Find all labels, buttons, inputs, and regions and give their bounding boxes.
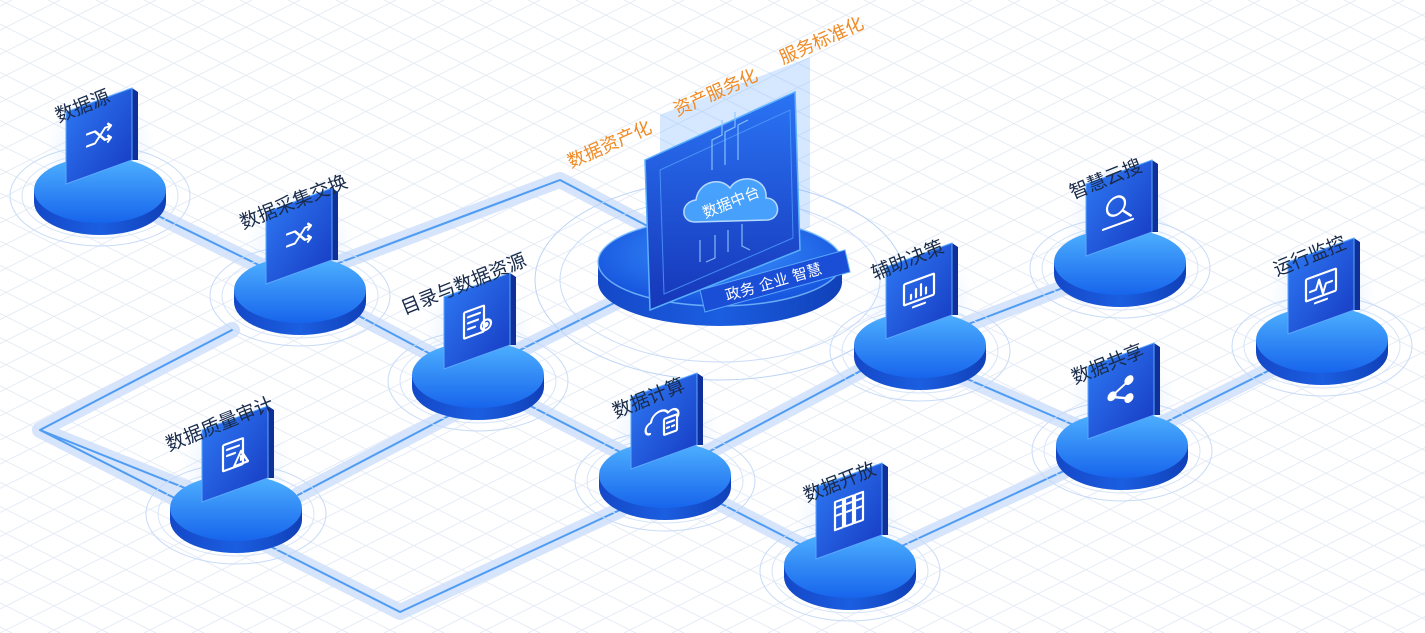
- node-share[interactable]: 数据共享: [1031, 340, 1213, 502]
- node-panel-side: [1354, 238, 1360, 310]
- diagram-nodes: 数据源数据采集交换目录与数据资源数据质量审计数据计算数据开放辅助决策数据共享智慧…: [9, 86, 1413, 622]
- node-panel: [1085, 159, 1153, 257]
- node-panel-side: [952, 243, 958, 315]
- search-icon: [1101, 195, 1135, 231]
- node-panel-side: [510, 273, 516, 345]
- shuffle-icon: [85, 122, 113, 148]
- shuffle-icon: [285, 222, 313, 248]
- server-icon: [833, 490, 865, 532]
- node-search[interactable]: 智慧云搜: [1029, 155, 1211, 319]
- monitor-chart-icon: [902, 272, 936, 309]
- node-decision[interactable]: 辅助决策: [829, 236, 1011, 402]
- data-middle-platform-hub[interactable]: 数据中台 政务 企业 智慧: [534, 57, 906, 381]
- node-collect-exchange[interactable]: 数据采集交换: [209, 171, 391, 347]
- node-panel: [885, 242, 953, 340]
- node-monitor[interactable]: 运行监控: [1231, 232, 1413, 397]
- node-panel-side: [697, 373, 703, 445]
- node-panel-side: [132, 88, 138, 160]
- node-panel-side: [1152, 160, 1158, 232]
- circuit-lines-icon: [699, 112, 751, 263]
- cloud-icon: [683, 178, 779, 223]
- node-quality-audit[interactable]: 数据质量审计: [145, 393, 327, 565]
- node-panel-side: [268, 406, 274, 478]
- node-panel-side: [882, 463, 888, 535]
- node-catalog-resources[interactable]: 目录与数据资源: [387, 249, 569, 432]
- settings-doc-icon: [462, 304, 493, 340]
- cloud-calculator-icon: [644, 407, 680, 436]
- pulse-monitor-icon: [1304, 267, 1338, 305]
- stage-label-3: 服务标准化: [776, 13, 867, 69]
- node-compute[interactable]: 数据计算: [574, 372, 756, 532]
- hub-screen: 数据中台: [644, 57, 810, 312]
- node-panel-side: [1154, 343, 1160, 415]
- share-icon: [1107, 375, 1134, 403]
- node-open[interactable]: 数据开放: [759, 458, 941, 622]
- warning-doc-icon: [221, 437, 250, 473]
- node-panel-side: [332, 188, 338, 260]
- node-panel: [1087, 342, 1155, 440]
